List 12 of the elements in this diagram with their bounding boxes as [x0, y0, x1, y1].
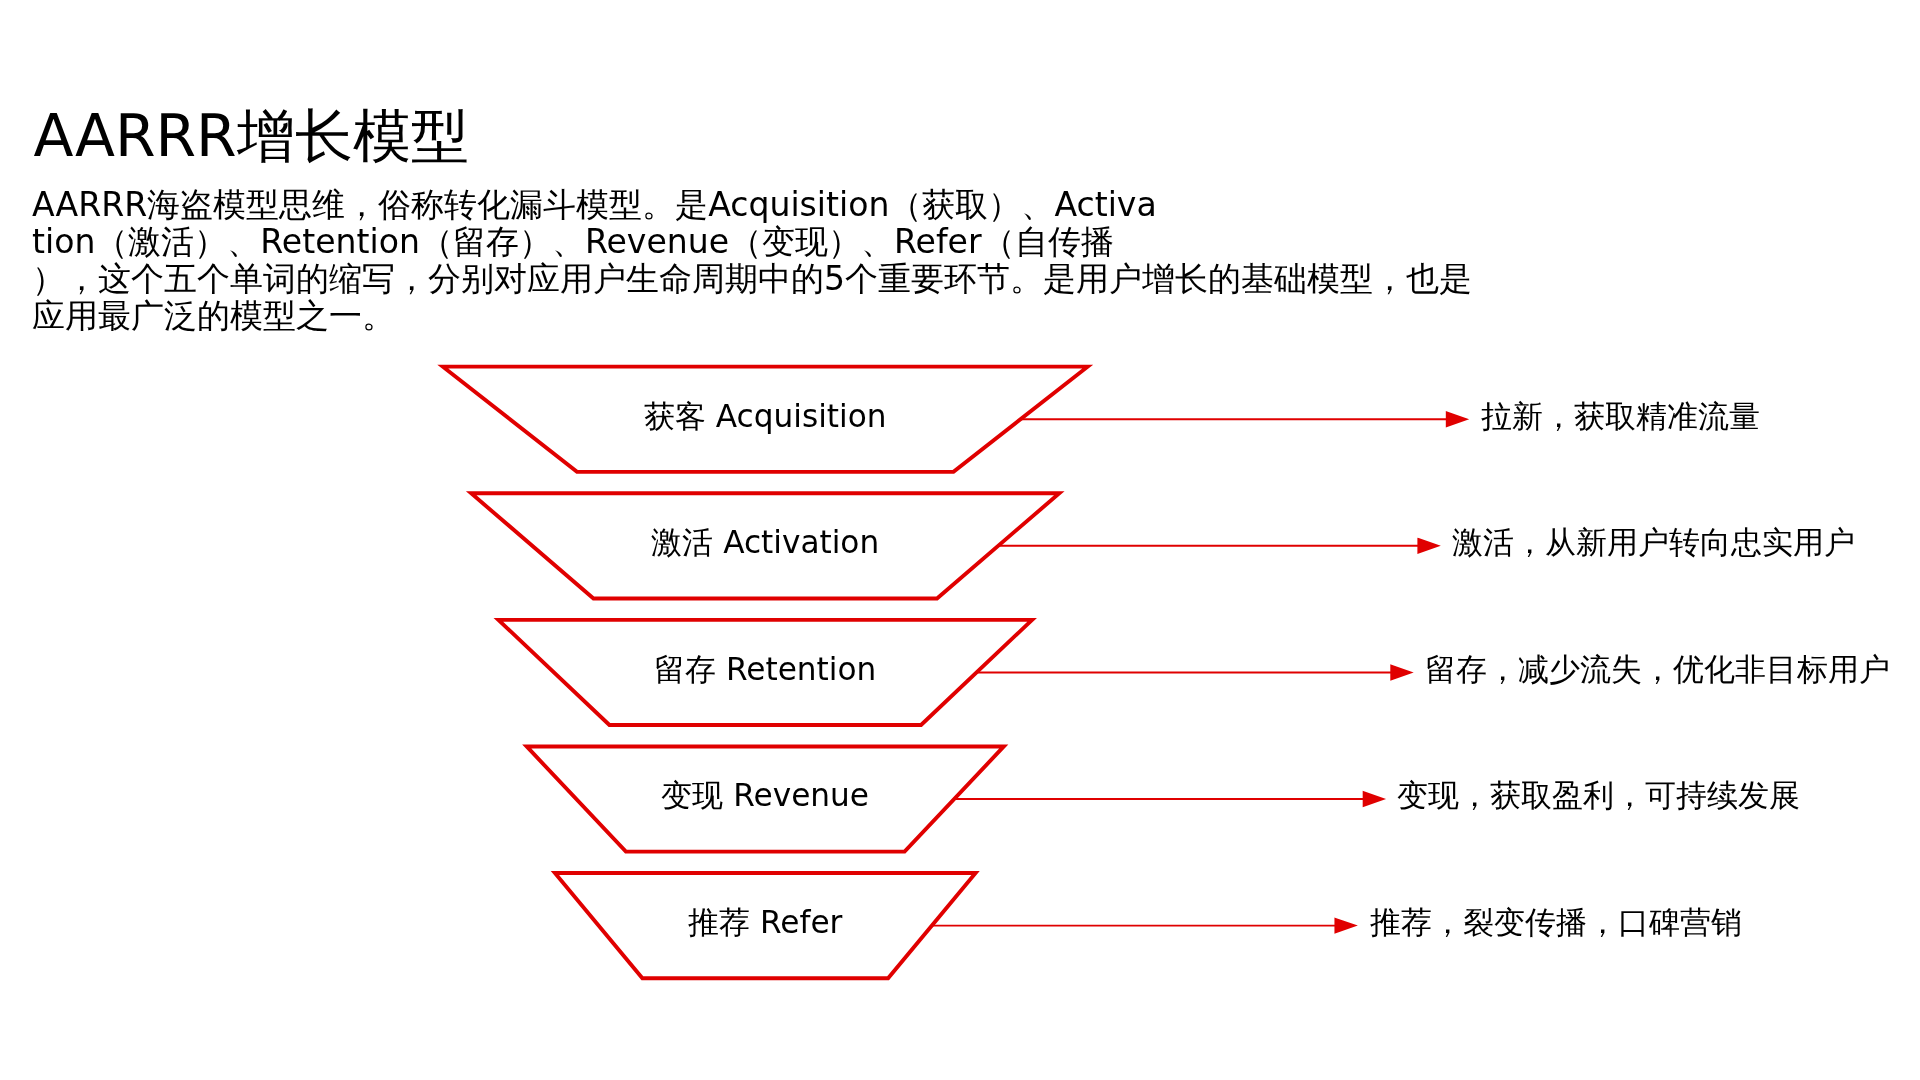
- node-text: 留存，减少流失，优化非目标用户: [1424, 650, 1890, 687]
- arrow: [931, 917, 1358, 934]
- arrow: [953, 790, 1387, 808]
- node-text: 变现，获取盈利，可持续发展: [1397, 777, 1801, 814]
- arrow: [1019, 411, 1470, 428]
- node-text: 激活，从新用户转向忠实用户: [1451, 524, 1855, 561]
- arrow: [997, 537, 1441, 555]
- node-text: 推荐，裂变传播，口碑营销: [1369, 904, 1742, 941]
- diagram-title: AARRR增长模型: [33, 102, 469, 171]
- label: AARRR海盗模型思维，俗称转化漏斗模型。是Acquisition（获取）、Activation（激活）、Retention（留存）、Revenue（变现）、Refer（自传播），这个五个单词的缩写，分别对应用户生命周期中的5个重要环节。是用户增长的基础模型，也是应用最广泛的模型之一。: [31, 184, 1473, 335]
- node-text: 拉新，获取精准流量: [1480, 397, 1760, 434]
- arrow: [975, 664, 1414, 681]
